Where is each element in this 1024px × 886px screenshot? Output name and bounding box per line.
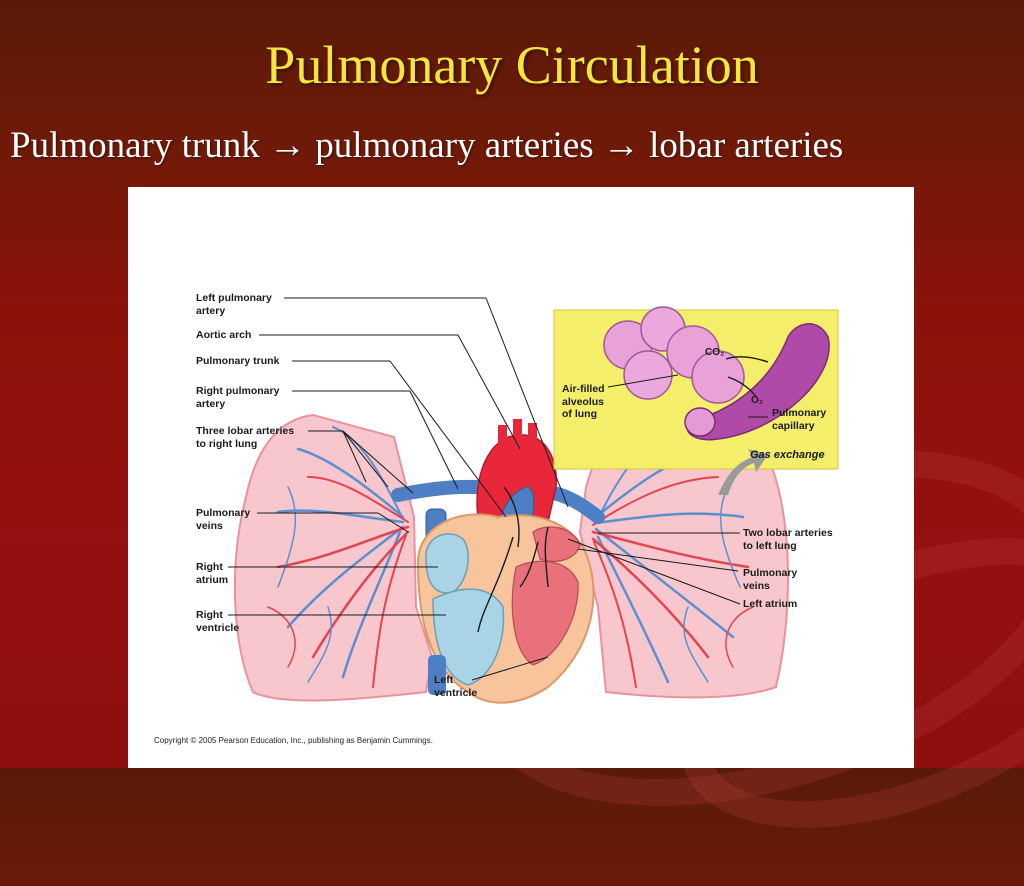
slide-subtitle: Pulmonary trunk → pulmonary arteries → l…: [10, 125, 844, 166]
aorta-branch: [513, 419, 522, 443]
label-aortic-arch: Aortic arch: [196, 329, 252, 341]
label-right-ventricle: Right ventricle: [196, 609, 240, 634]
label-co2: CO₂: [705, 347, 725, 358]
label-two-lobar-arteries: Two lobar arteries to left lung: [743, 527, 833, 552]
label-gas-exchange: Gas exchange: [750, 449, 825, 461]
label-left-pulmonary-artery: Left pulmonary artery: [196, 292, 272, 317]
label-air-filled-alveolus: Air-filled alveolus of lung: [562, 383, 605, 420]
label-pulmonary-veins-right: Pulmonary veins: [196, 507, 251, 532]
left-ventricle: [511, 560, 579, 666]
right-ventricle: [432, 588, 505, 686]
copyright-notice: Copyright © 2005 Pearson Education, Inc.…: [154, 736, 433, 745]
gas-exchange-arrow: [718, 449, 768, 495]
aorta-branch: [528, 423, 537, 445]
right-atrium: [425, 533, 469, 594]
circulation-diagram: [228, 297, 839, 704]
label-o2: O₂: [751, 395, 764, 406]
label-pulmonary-trunk: Pulmonary trunk: [196, 355, 280, 367]
label-pulmonary-capillary: Pulmonary capillary: [772, 407, 827, 432]
inferior-vena-cava: [428, 655, 446, 695]
slide-title: Pulmonary Circulation: [265, 35, 759, 95]
label-right-pulmonary-artery: Right pulmonary artery: [196, 385, 280, 410]
label-right-atrium: Right atrium: [196, 561, 229, 586]
right-lung: [233, 413, 434, 702]
alveolus: [603, 306, 745, 404]
label-left-atrium: Left atrium: [743, 598, 798, 610]
pulmonary-capillary-vessel: [686, 323, 830, 441]
label-left-ventricle: Left ventricle: [434, 674, 478, 699]
label-pulmonary-veins-left: Pulmonary veins: [743, 567, 798, 592]
left-atrium: [532, 526, 581, 562]
figure-panel: Left pulmonary artery Aortic arch Pulmon…: [128, 187, 914, 768]
pulmonary-capillary-opening: [684, 407, 716, 437]
label-three-lobar-arteries: Three lobar arteries to right lung: [196, 425, 295, 450]
aorta-branch: [498, 425, 507, 447]
